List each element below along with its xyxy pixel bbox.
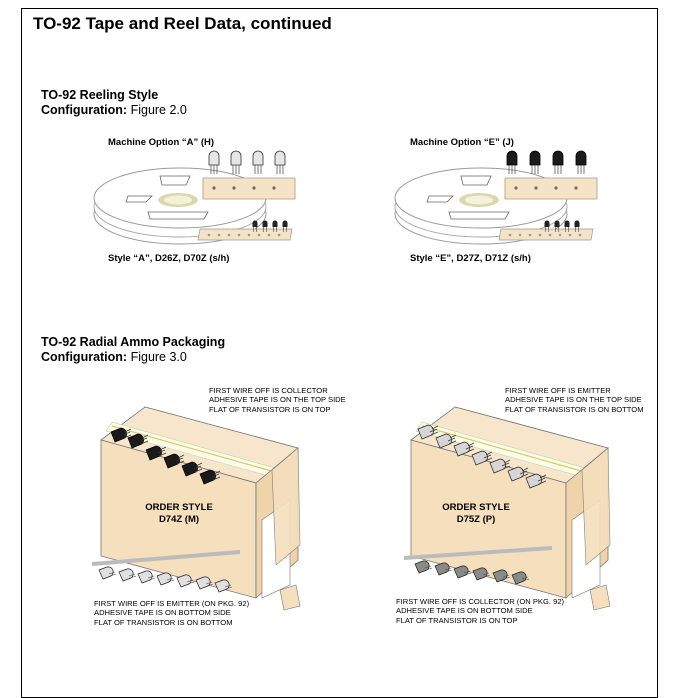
order-style-right-line2: D75Z (P) [456,514,496,525]
ammo-right-top-notes: FIRST WIRE OFF IS EMITTER ADHESIVE TAPE … [505,386,644,414]
note-line: FLAT OF TRANSISTOR IS ON BOTTOM [505,404,644,414]
reeling-configuration: Configuration: Figure 2.0 [41,103,187,117]
ammo-left-top-notes: FIRST WIRE OFF IS COLLECTOR ADHESIVE TAP… [209,386,346,414]
order-style-left-label: ORDER STYLE D74Z (M) [136,502,222,526]
reel-a-figure [93,150,296,245]
note-line: FIRST WIRE OFF IS EMITTER (ON PKG. 92) [94,599,250,608]
ammo-configuration: Configuration: Figure 3.0 [41,350,187,364]
order-style-right-line1: ORDER STYLE [442,502,510,513]
style-e-caption: Style “E”, D27Z, D71Z (s/h) [410,253,531,264]
style-a-caption: Style “A”, D26Z, D70Z (s/h) [108,253,230,264]
ammo-box-left-figure [91,406,301,611]
note-line: ADHESIVE TAPE IS ON BOTTOM SIDE [94,608,231,618]
note-line: FLAT OF TRANSISTOR IS ON TOP [396,615,518,625]
machine-option-a-caption: Machine Option “A” (H) [108,137,215,148]
reeling-config-value: Figure 2.0 [130,103,187,117]
order-style-left-line1: ORDER STYLE [145,502,213,513]
machine-option-e-caption: Machine Option “E” (J) [410,137,514,148]
note-line: FIRST WIRE OFF IS EMITTER [505,386,611,395]
note-line: FIRST WIRE OFF IS COLLECTOR [209,386,328,395]
page-title: TO-92 Tape and Reel Data, continued [33,14,332,33]
note-line: FLAT OF TRANSISTOR IS ON BOTTOM [94,617,233,627]
reeling-heading: TO-92 Reeling Style [41,88,159,102]
note-line: ADHESIVE TAPE IS ON BOTTOM SIDE [396,606,533,616]
ammo-config-value: Figure 3.0 [130,350,187,364]
figure-graphics [91,150,611,611]
ammo-heading: TO-92 Radial Ammo Packaging [41,335,226,349]
note-line: ADHESIVE TAPE IS ON THE TOP SIDE [209,395,346,405]
ammo-config-label: Configuration: [41,350,128,364]
reeling-config-label: Configuration: [41,103,128,117]
order-style-right-label: ORDER STYLE D75Z (P) [433,502,519,526]
ammo-box-right-figure [403,406,611,611]
ammo-left-bottom-notes: FIRST WIRE OFF IS EMITTER (ON PKG. 92) A… [94,599,249,627]
note-line: FIRST WIRE OFF IS COLLECTOR (ON PKG. 92) [396,597,565,606]
reel-e-figure [394,150,598,245]
note-line: ADHESIVE TAPE IS ON THE TOP SIDE [505,395,642,405]
note-line: FLAT OF TRANSISTOR IS ON TOP [209,404,331,414]
ammo-right-bottom-notes: FIRST WIRE OFF IS COLLECTOR (ON PKG. 92)… [396,597,564,625]
order-style-left-line2: D74Z (M) [158,514,200,525]
